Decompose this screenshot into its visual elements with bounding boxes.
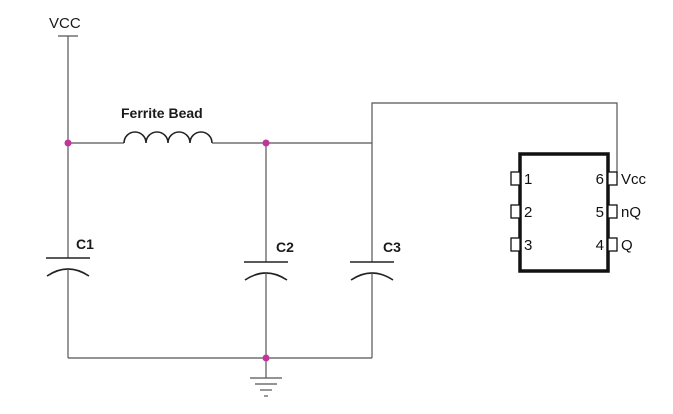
ic-pin-2 bbox=[510, 204, 521, 219]
ic-pin-1-number: 1 bbox=[524, 171, 532, 188]
ic-pin-6-number: 6 bbox=[596, 171, 604, 188]
c2-label: C2 bbox=[276, 239, 294, 255]
ic-pin-5-name: nQ bbox=[621, 204, 641, 221]
ic-pin-2-number: 2 bbox=[524, 204, 532, 221]
junction-dot-ground bbox=[262, 354, 270, 362]
ic-pin-3-number: 3 bbox=[524, 237, 532, 254]
ic-pin-6-name: Vcc bbox=[621, 171, 647, 188]
ic-pin-4-name: Q bbox=[621, 237, 633, 254]
ferrite-bead-label: Ferrite Bead bbox=[121, 105, 203, 121]
ic-pin-3 bbox=[510, 237, 521, 252]
ic-pin-6 bbox=[607, 171, 618, 186]
junction-dot-vcc bbox=[64, 139, 72, 147]
ic-pin-5-number: 5 bbox=[596, 204, 604, 221]
vcc-label: VCC bbox=[49, 15, 81, 32]
c3-label: C3 bbox=[383, 239, 401, 255]
ic-vcc-wire bbox=[371, 102, 618, 178]
ferrite-bead-coil bbox=[123, 131, 213, 144]
c1-label: C1 bbox=[76, 236, 94, 252]
ic-pin-1 bbox=[510, 171, 521, 186]
ic-pin-4-number: 4 bbox=[596, 237, 604, 254]
junction-dot-top bbox=[262, 139, 270, 147]
ic-pin-4 bbox=[607, 237, 618, 252]
ic-pin-5 bbox=[607, 204, 618, 219]
